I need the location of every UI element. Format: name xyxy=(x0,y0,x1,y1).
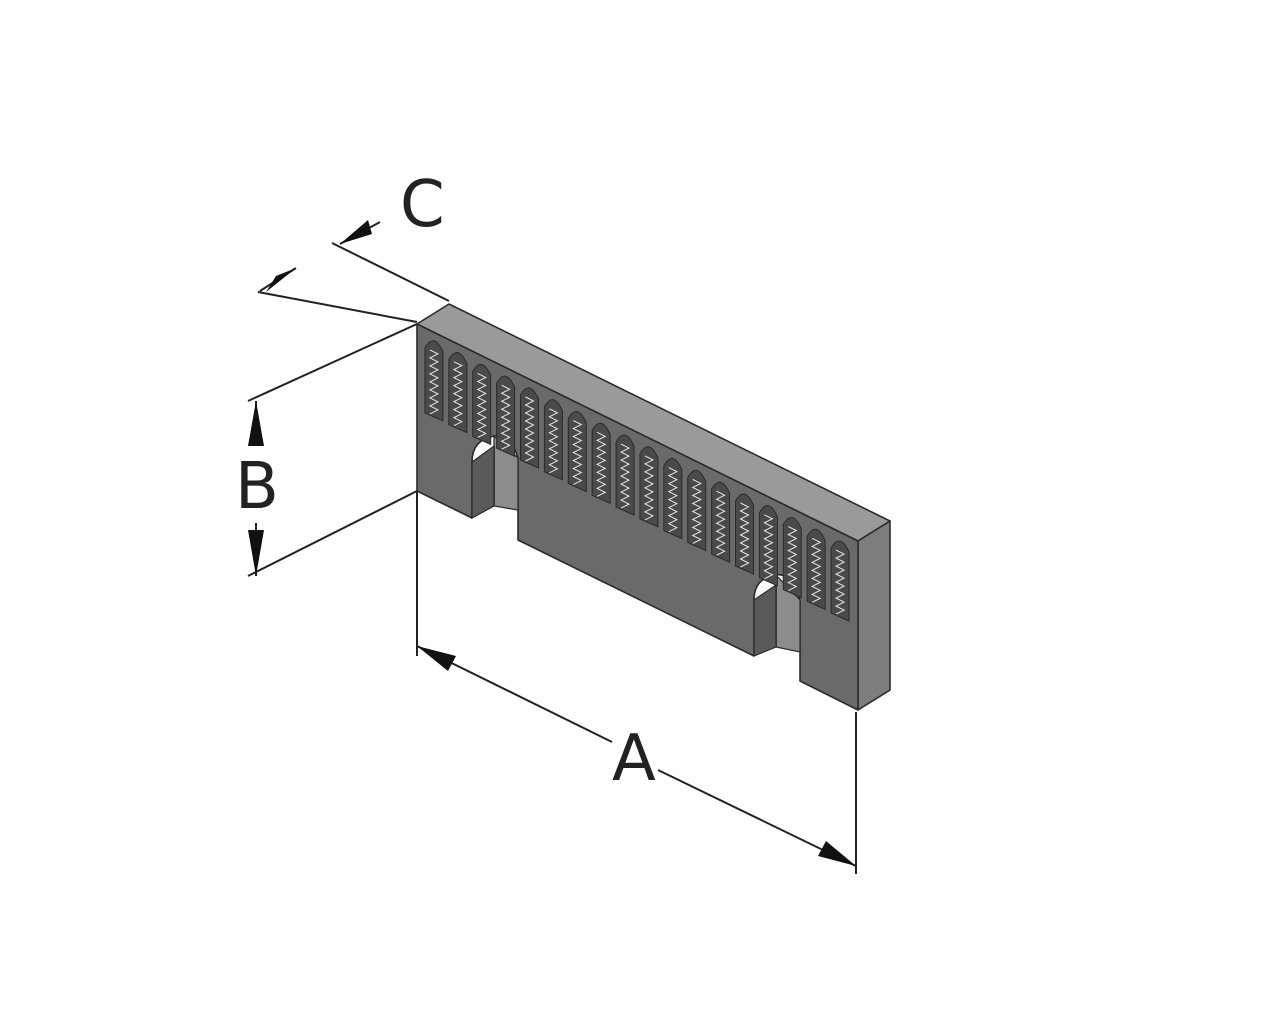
dimension-label-a: A xyxy=(612,722,656,796)
serration-groove xyxy=(687,469,707,552)
arrow-a-right xyxy=(818,841,856,866)
arrow-b-bottom xyxy=(248,530,264,576)
arrow-a-left xyxy=(417,646,456,671)
serration-groove xyxy=(567,411,587,493)
arrow-c-left xyxy=(266,268,296,292)
dimension-label-c: C xyxy=(400,168,445,242)
serration-groove xyxy=(782,517,802,599)
slot-right-back xyxy=(753,583,777,657)
dimension-a: A xyxy=(416,491,857,874)
arrow-c-right xyxy=(340,220,372,244)
arrow-b-top xyxy=(248,401,264,446)
end-face xyxy=(857,520,891,711)
serration-groove xyxy=(615,434,635,516)
serration-groove xyxy=(758,505,778,587)
jaw-block xyxy=(416,303,891,711)
slot-left-back xyxy=(471,444,495,520)
serration-groove xyxy=(830,540,850,622)
serration-groove xyxy=(448,352,468,434)
serration-groove xyxy=(711,481,731,563)
dimension-b: B xyxy=(235,323,418,577)
serration-groove xyxy=(543,399,563,481)
dimension-c: C xyxy=(257,168,450,323)
serration-groove xyxy=(639,446,659,528)
serration-groove xyxy=(496,375,516,457)
serration-groove xyxy=(472,363,492,446)
serration-groove xyxy=(591,422,611,505)
serration-groove xyxy=(663,458,683,540)
serration-groove xyxy=(424,340,444,422)
serration-groove xyxy=(806,528,826,611)
serration-groove xyxy=(735,493,754,575)
dimension-label-b: B xyxy=(235,450,279,524)
serration-groove xyxy=(520,387,539,469)
serration-teeth xyxy=(424,340,850,622)
